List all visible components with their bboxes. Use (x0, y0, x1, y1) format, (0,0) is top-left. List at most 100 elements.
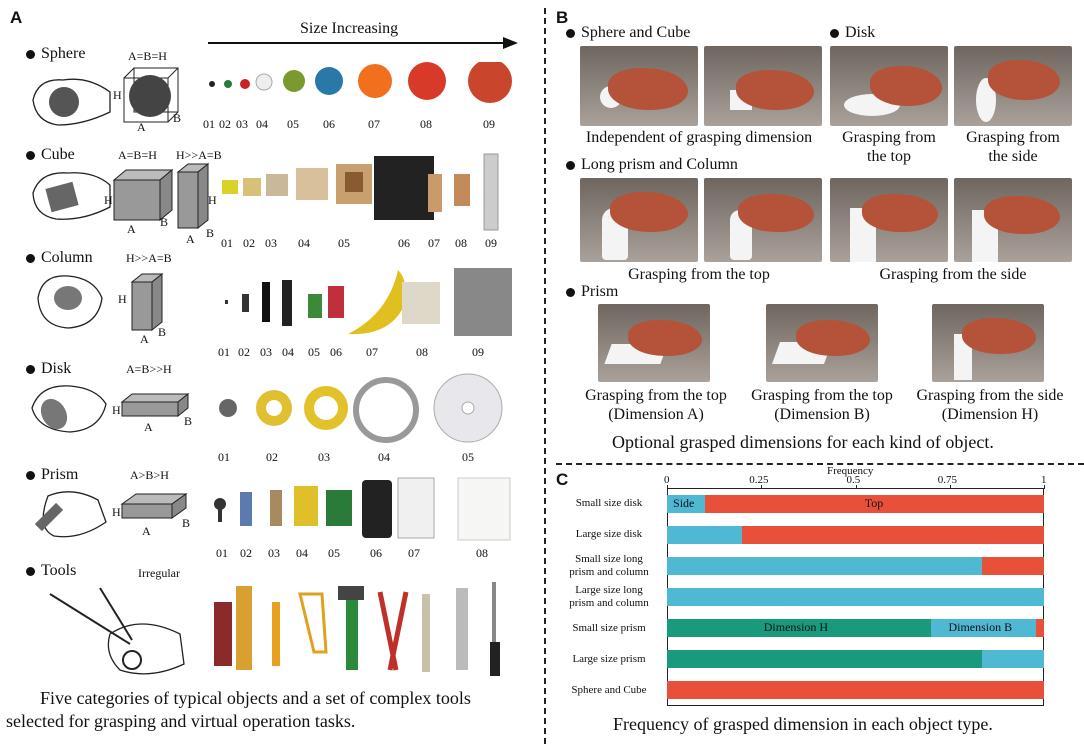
bar-segment (704, 494, 1044, 513)
prism-num: 04 (296, 546, 308, 560)
bar-segment (981, 650, 1044, 669)
category-label: Large size disk (575, 528, 643, 541)
vertical-divider (544, 8, 546, 744)
panel-b-prism: Prism (566, 283, 618, 301)
axis-a: A (140, 332, 149, 346)
disk-dimension: A=B>>H (126, 362, 172, 376)
tools-objects (210, 572, 522, 680)
disk-num: 04 (378, 450, 390, 464)
axis-b: B (160, 215, 169, 229)
scissors-hand-sketch (40, 584, 190, 680)
column-num: 06 (330, 345, 342, 359)
column-num: 02 (238, 345, 250, 359)
axis-h: H (113, 88, 122, 102)
cube-diagram (110, 168, 176, 224)
prism-dimension: A>B>H (130, 468, 169, 482)
sphere-objects (205, 59, 515, 112)
prism-num: 08 (476, 546, 488, 560)
bullet-icon (566, 287, 575, 297)
bar-segment-label: Side (673, 495, 695, 510)
column-num: 04 (282, 345, 294, 359)
axis-a: A (127, 222, 136, 236)
bullet-icon (566, 28, 575, 38)
panel-c-caption: Frequency of grasped dimension in each o… (613, 714, 993, 734)
column-diagram (128, 272, 164, 334)
prism-num: 01 (216, 546, 228, 560)
cube-num: 03 (265, 236, 277, 250)
panel-b-disk: Disk (830, 24, 875, 42)
caption-independent: Independent of grasping dimension (585, 129, 813, 146)
bar-segment (667, 494, 705, 513)
panel-a-caption-line1: Five categories of typical objects and a… (40, 688, 471, 708)
cube-num: 09 (485, 236, 497, 250)
disk-num: 02 (266, 450, 278, 464)
prism-num: 06 (370, 546, 382, 560)
disk-objects (216, 372, 516, 444)
bullet-icon (830, 28, 839, 38)
panel-b-sphere-cube: Sphere and Cube (566, 24, 690, 42)
panel-b-letter: B (556, 8, 569, 27)
bullet-icon (26, 49, 35, 59)
render-sphere (580, 46, 698, 126)
bar-segment (667, 588, 1044, 606)
category-tools: Tools (26, 562, 76, 580)
x-tick-label: 1 (1041, 474, 1047, 486)
panel-a-caption-line2: selected for grasping and virtual operat… (6, 711, 356, 731)
column-num: 01 (218, 345, 230, 359)
axis-a: A (142, 524, 151, 538)
bullet-icon (26, 470, 35, 480)
prism-num: 07 (408, 546, 420, 560)
bar-segment-label: Dimension H (763, 620, 829, 635)
column-num: 03 (260, 345, 272, 359)
disk-num: 05 (462, 450, 474, 464)
tools-dimension: Irregular (138, 566, 180, 580)
axis-h: H (112, 505, 121, 519)
render-disk-side (954, 46, 1072, 126)
prism-num: 02 (240, 546, 252, 560)
prism-objects (208, 476, 518, 542)
x-tick-label: 0.5 (846, 474, 861, 486)
sphere-num: 07 (368, 117, 380, 131)
bar-segment (981, 556, 1044, 575)
axis-h: H (112, 403, 121, 417)
cube-num: 05 (338, 236, 350, 250)
bar-segment (667, 681, 1044, 700)
bar-segment (742, 525, 1044, 544)
render-prism-side-2 (954, 178, 1072, 262)
column-num: 05 (308, 345, 320, 359)
size-increasing-arrow (208, 36, 518, 50)
cube-num: 06 (398, 236, 410, 250)
disk-num: 01 (218, 450, 230, 464)
bar-segment (667, 650, 982, 669)
disk-diagram (118, 392, 190, 420)
prism-hand-sketch (28, 484, 110, 546)
caption-prism-a: Grasping from the top(Dimension A) (585, 387, 727, 423)
sphere-hand-sketch (28, 70, 114, 130)
category-prism: Prism (26, 466, 78, 484)
x-tick-mark (761, 485, 763, 489)
cube-objects (218, 152, 518, 234)
caption-lp-side: Grasping from the side (879, 266, 1027, 283)
sphere-num: 08 (420, 117, 432, 131)
category-cube: Cube (26, 146, 75, 164)
axis-a: A (186, 232, 195, 246)
x-tick-label: 0.75 (937, 474, 957, 486)
prism-num: 03 (268, 546, 280, 560)
axis-h: H (118, 292, 127, 306)
bar-segment (1036, 619, 1044, 638)
sphere-dimension: A=B=H (128, 49, 167, 63)
x-tick-label: 0.25 (749, 474, 769, 486)
panel-b-long-prism: Long prism and Column (566, 156, 738, 174)
sphere-cube-diagram (112, 66, 184, 128)
horizontal-divider (556, 463, 1084, 465)
render-prism-h (932, 304, 1044, 382)
prism-num: 05 (328, 546, 340, 560)
render-cube (704, 46, 822, 126)
category-label: Large size prism (572, 652, 646, 665)
cube-num: 04 (298, 236, 310, 250)
sphere-num: 01 (203, 117, 215, 131)
